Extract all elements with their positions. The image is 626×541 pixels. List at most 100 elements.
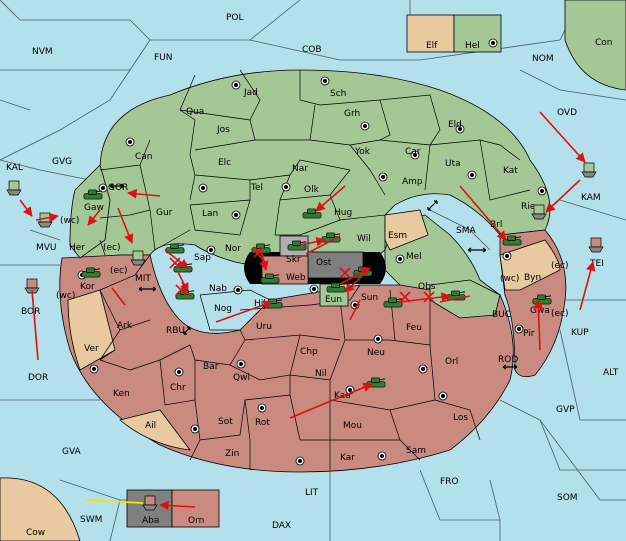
province-label-orn: Orn <box>188 516 204 526</box>
province-label-jad: Jad <box>243 88 258 98</box>
province-label-orl: Orl <box>445 357 458 367</box>
region-byn[interactable] <box>499 239 561 291</box>
province-label-ost: Ost <box>316 258 332 268</box>
province-label-gur: Gur <box>156 208 173 218</box>
region-ail[interactable] <box>119 409 191 451</box>
province-label-gaw: Gaw <box>84 203 104 213</box>
sea-label-dax: DAX <box>272 521 291 531</box>
region-ver[interactable] <box>67 289 116 371</box>
sea-label-pol: POL <box>226 13 244 23</box>
sea-label-fro: FRO <box>440 477 459 487</box>
province-label-her: Her <box>69 243 85 253</box>
province-label-los: Los <box>453 413 468 423</box>
province-label-jos: Jos <box>216 125 230 135</box>
province-labels: Elf Hel Jad Sch Qua Jos Grh Eld Can Elc … <box>69 41 550 526</box>
sea-label-rbu: RBU <box>166 326 185 336</box>
sea-label-ovd: OVD <box>557 108 577 118</box>
province-label-hel: Hel <box>465 41 480 51</box>
province-label-qwi: Qwi <box>233 373 250 383</box>
sea-label-dor: DOR <box>28 373 48 383</box>
province-label-nor: Nor <box>225 244 241 254</box>
coast-tag-byn-wc: (wc) <box>500 274 519 284</box>
province-label-chp: Chp <box>300 347 318 357</box>
province-label-nil: Nil <box>315 369 327 379</box>
sea-label-kup: KUP <box>571 328 589 338</box>
province-label-nog: Nog <box>214 304 232 314</box>
province-label-byn: Byn <box>524 273 541 283</box>
sea-label-sma: SMA <box>456 226 476 236</box>
sea-label-nom: NOM <box>532 54 554 64</box>
province-label-sam: Sam <box>406 446 426 456</box>
province-label-kat: Kat <box>503 166 518 176</box>
province-label-nar: Nar <box>292 164 308 174</box>
province-label-elf: Elf <box>426 41 438 51</box>
province-label-ver: Ver <box>84 344 99 354</box>
fleet-kam <box>581 162 597 178</box>
province-label-skr: Skr <box>286 255 301 265</box>
coast-tags: (wc) (ec) (ec) (wc) (ec) (wc) (ec) <box>56 216 569 319</box>
province-label-grh: Grh <box>344 109 360 119</box>
sea-label-cow: Cow <box>26 528 45 538</box>
province-label-rot: Rot <box>255 418 270 428</box>
province-label-brl: Brl <box>490 220 502 230</box>
province-label-sot: Sot <box>218 417 233 427</box>
sea-label-cob: COB <box>302 45 322 55</box>
province-label-rie: Rie <box>521 202 536 212</box>
sea-labels: POL NVM FUN COB NOM Con OVD KAL GVG MVU … <box>6 13 619 538</box>
sea-label-kam: KAM <box>581 193 601 203</box>
province-label-esm: Esm <box>388 231 407 241</box>
sea-label-som: SOM <box>557 493 578 503</box>
support-order-line <box>84 499 144 504</box>
province-label-uru: Uru <box>256 322 272 332</box>
province-label-eun: Eun <box>325 295 342 305</box>
province-label-web: Web <box>286 273 306 283</box>
fleet-kal <box>6 180 22 196</box>
sea-label-gva: GVA <box>62 447 82 457</box>
province-label-qua: Qua <box>186 107 204 117</box>
sea-label-gvg: GVG <box>52 157 72 167</box>
sea-label-buc: BUC <box>492 310 511 320</box>
province-label-mel: Mel <box>406 252 422 262</box>
sea-label-con: Con <box>595 38 613 48</box>
coast-tag-gwa-ec: (ec) <box>551 309 569 319</box>
province-label-eld: Eld <box>448 120 462 130</box>
sea-label-alt: ALT <box>603 368 619 378</box>
sea-label-kal: KAL <box>6 163 23 173</box>
sea-label-nvm: NVM <box>32 47 53 57</box>
sea-label-lit: LIT <box>305 488 319 498</box>
province-label-kor: Kor <box>80 282 95 292</box>
province-label-olk: Olk <box>304 185 320 195</box>
province-label-obs: Obs <box>418 282 436 292</box>
sea-label-rod: ROD <box>498 355 518 365</box>
province-label-aba: Aba <box>142 516 159 526</box>
coast-tag-kor-wc: (wc) <box>56 291 75 301</box>
sea-label-mit: MIT <box>135 274 151 284</box>
province-label-ail: Ail <box>145 421 156 431</box>
province-label-chr: Chr <box>170 383 186 393</box>
province-label-kar: Kar <box>340 453 355 463</box>
sea-label-gvp: GVP <box>556 405 575 415</box>
province-label-feu: Feu <box>406 323 422 333</box>
province-label-elc: Elc <box>218 158 231 168</box>
region-elf[interactable] <box>406 14 455 53</box>
province-label-zin: Zin <box>225 449 239 459</box>
fleet-tei <box>588 237 604 253</box>
region-esm[interactable] <box>384 209 429 251</box>
sea-label-fun: FUN <box>154 53 173 63</box>
failed-order-marks <box>169 246 435 303</box>
province-label-hil: Hil <box>254 299 266 309</box>
coast-tag-kor-ec: (ec) <box>110 266 128 276</box>
province-label-wil: Wil <box>357 234 371 244</box>
region-orn[interactable] <box>171 489 220 528</box>
sea-label-gor: GOR <box>108 183 128 193</box>
red-territory <box>59 254 514 473</box>
province-label-sap: Sap <box>194 253 211 263</box>
sea-label-swm: SWM <box>80 515 102 525</box>
province-label-ken: Ken <box>113 389 130 399</box>
province-label-neu: Neu <box>367 348 385 358</box>
order-arrows <box>19 111 596 511</box>
coast-tag-byn-ec: (ec) <box>551 261 569 271</box>
coast-tag-her-ec: (ec) <box>103 243 121 253</box>
province-label-lan: Lan <box>202 209 218 219</box>
